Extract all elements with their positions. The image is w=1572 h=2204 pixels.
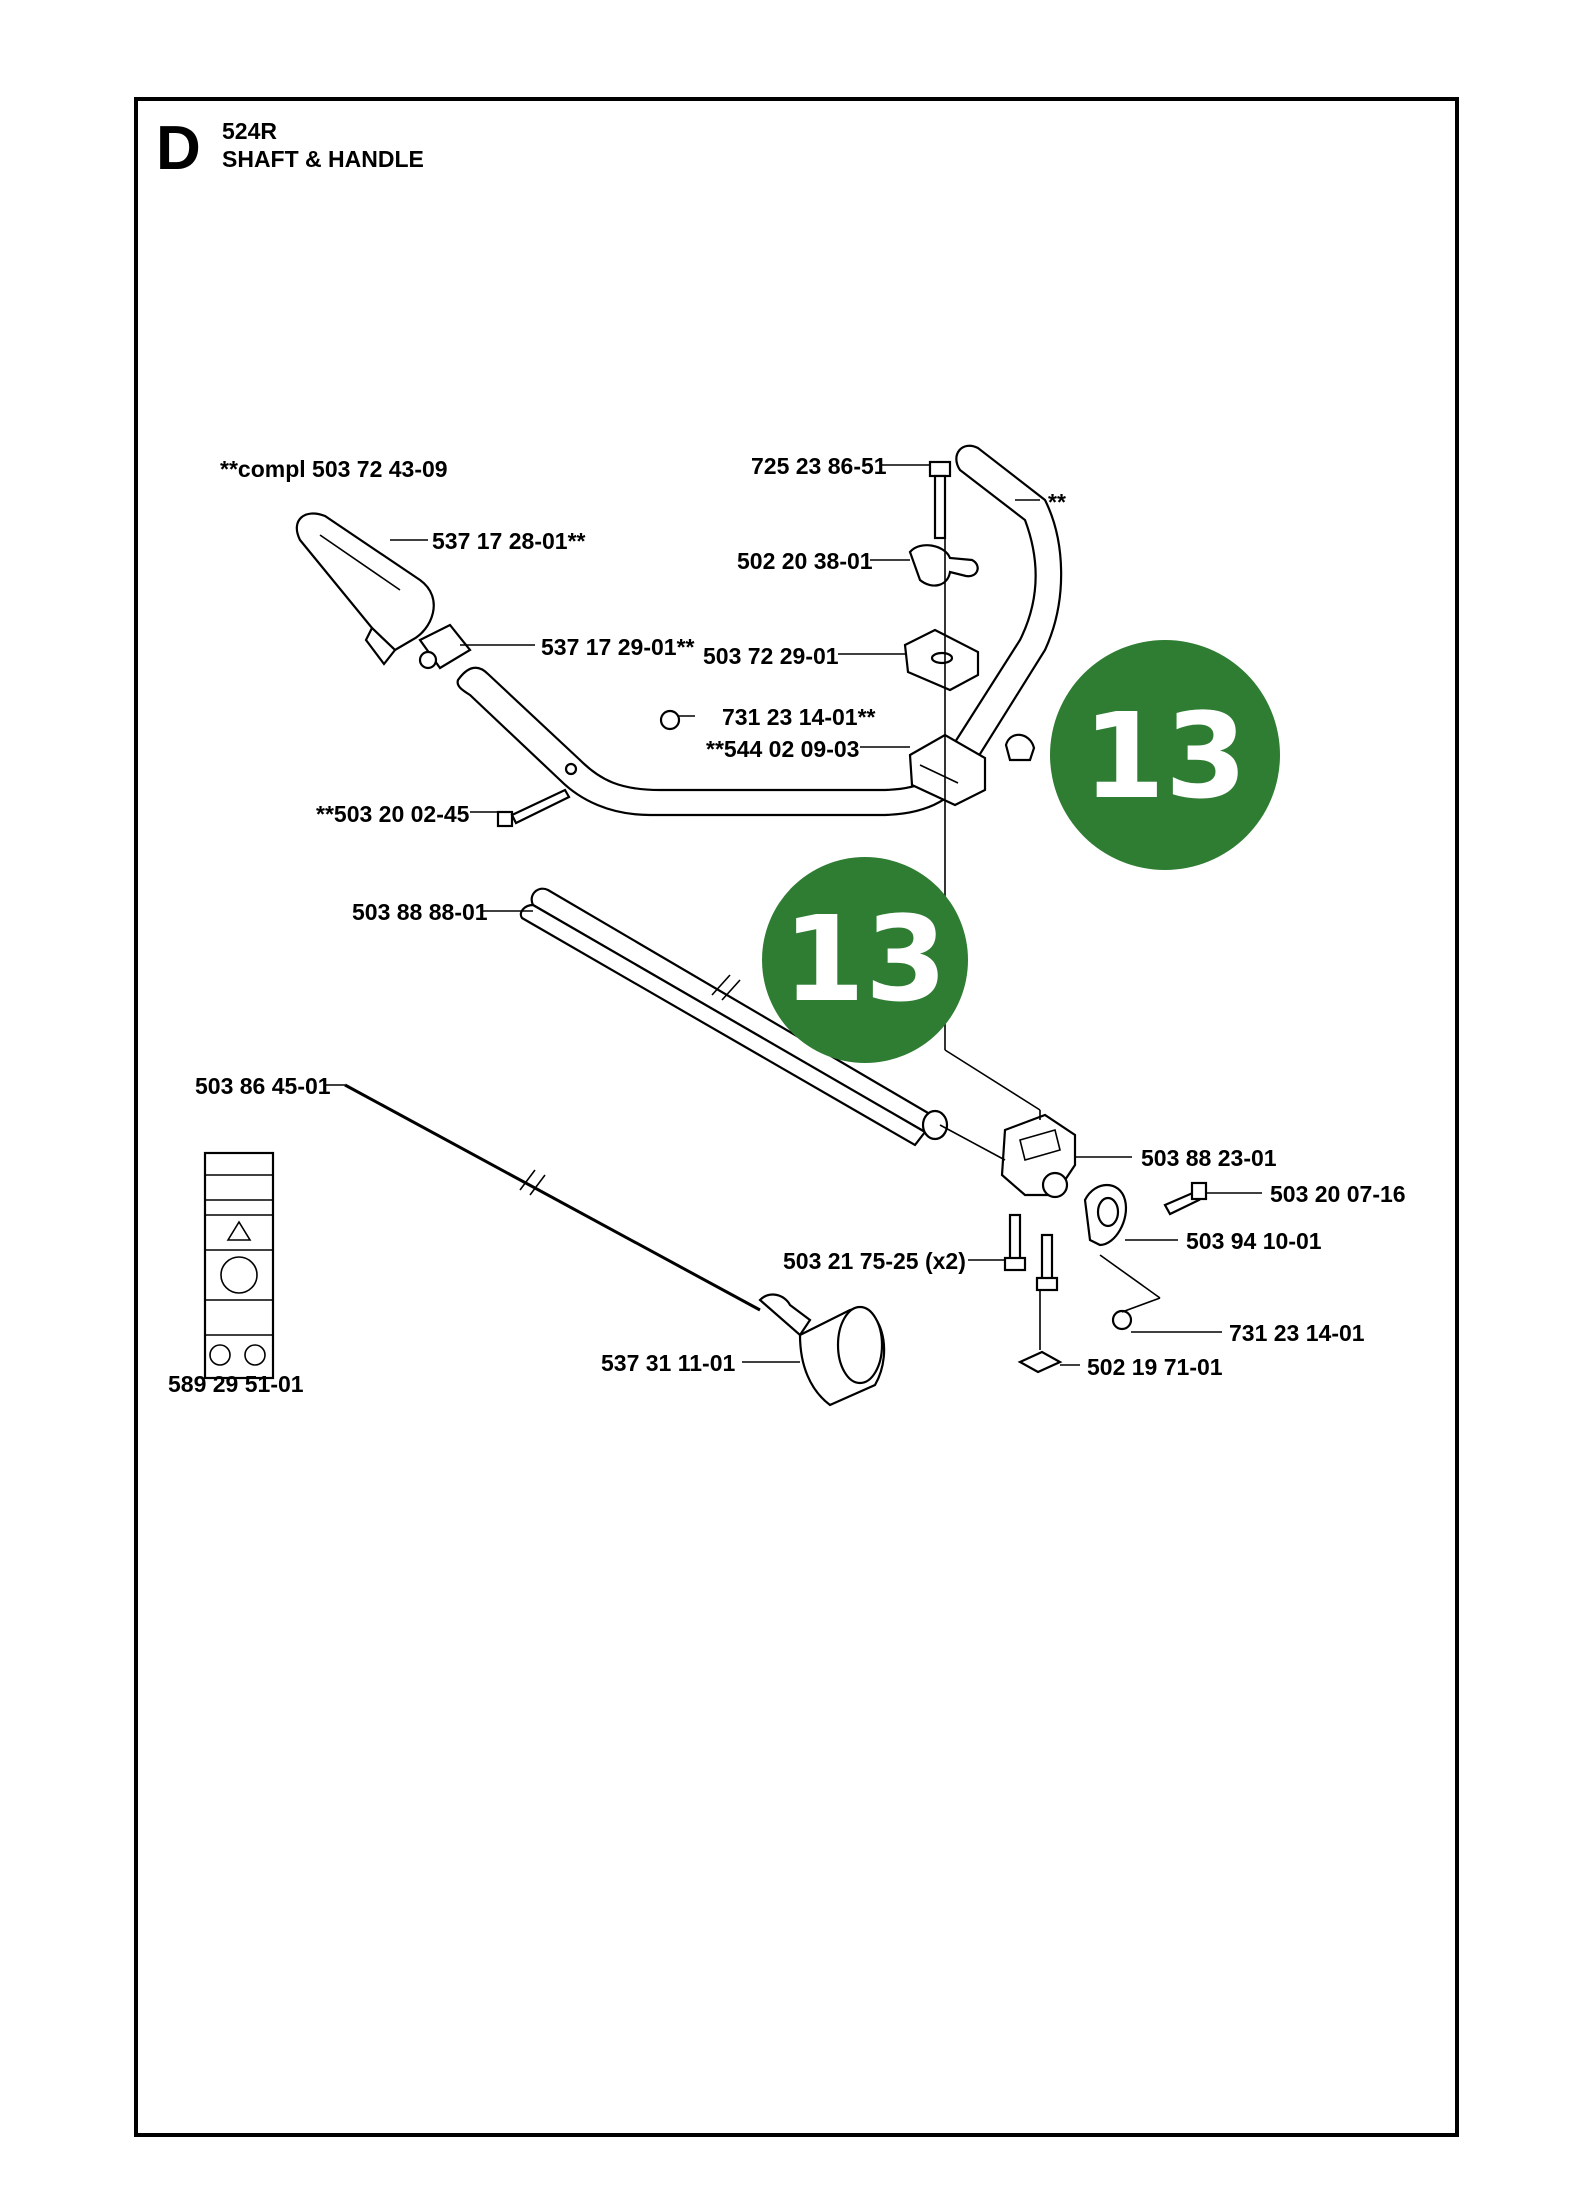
label-nut-bracket: 731 23 14-01 xyxy=(1229,1320,1365,1346)
label-screws-x2: 503 21 75-25 (x2) xyxy=(783,1248,966,1274)
bracket-part xyxy=(939,1049,1077,1199)
grip-part xyxy=(295,512,435,666)
handle-nut-part xyxy=(659,709,681,731)
label-decal: 589 29 51-01 xyxy=(168,1371,304,1397)
label-square-nut: 502 19 71-01 xyxy=(1087,1354,1223,1380)
badge-number: 13 xyxy=(783,890,947,1028)
square-nut-part xyxy=(1017,1350,1063,1374)
label-nut-handle: 731 23 14-01** xyxy=(722,704,876,730)
badge-number: 13 xyxy=(1083,687,1247,825)
label-handlebar: ** xyxy=(1048,489,1066,515)
label-bolt-top: 725 23 86-51 xyxy=(751,453,887,479)
section-title: SHAFT & HANDLE xyxy=(222,146,424,172)
right-screw-part xyxy=(1163,1181,1208,1216)
left-screw-part xyxy=(496,788,571,828)
label-clamp-bottom: **544 02 09-03 xyxy=(706,736,859,762)
bearing-housing-part xyxy=(758,1293,886,1407)
section-letter: D xyxy=(156,114,201,183)
label-screw-right: 503 20 07-16 xyxy=(1270,1181,1406,1207)
grip-clamp-part xyxy=(418,623,472,670)
badge-circle xyxy=(1050,640,1280,870)
drive-shaft-part xyxy=(344,1083,761,1312)
badge-circle xyxy=(762,857,968,1063)
label-grip: 537 17 28-01** xyxy=(432,528,586,554)
top-clamp-part xyxy=(903,628,980,692)
ref-badge-right: 13 xyxy=(1050,640,1280,870)
ref-badge-left: 13 xyxy=(762,857,968,1063)
bracket-nut-part xyxy=(1111,1309,1133,1331)
label-tube: 503 88 88-01 xyxy=(352,899,488,925)
knob-part xyxy=(908,544,979,587)
bracket-clip-part xyxy=(1083,1184,1128,1247)
label-bearing: 537 31 11-01 xyxy=(601,1350,736,1376)
label-compl: **compl 503 72 43-09 xyxy=(220,456,448,482)
label-grip-clamp: 537 17 29-01** xyxy=(541,634,695,660)
handle-clip-part xyxy=(1004,733,1036,762)
shaft-tube-part xyxy=(519,887,949,1147)
label-clip: 503 94 10-01 xyxy=(1186,1228,1322,1254)
decal-part xyxy=(203,1151,275,1380)
top-bolt-part xyxy=(928,460,952,540)
label-bracket: 503 88 23-01 xyxy=(1141,1145,1277,1171)
label-knob: 502 20 38-01 xyxy=(737,548,873,574)
label-drive-shaft: 503 86 45-01 xyxy=(195,1073,331,1099)
model-number: 524R xyxy=(222,118,277,144)
page-frame xyxy=(134,97,1459,2137)
handlebar-tube-part xyxy=(456,444,1063,817)
label-screw-left: **503 20 02-45 xyxy=(316,801,470,827)
bracket-screws-part xyxy=(1003,1213,1059,1292)
label-clamp-top: 503 72 29-01 xyxy=(703,643,839,669)
